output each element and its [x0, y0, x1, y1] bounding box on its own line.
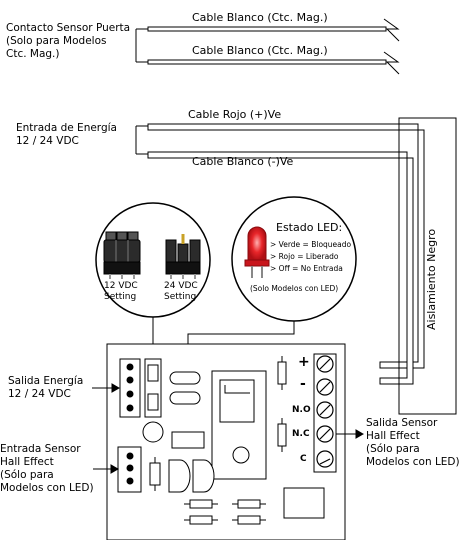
controller-board	[106, 343, 346, 540]
led-green-label: > Verde = Bloqueado	[270, 240, 352, 249]
jumper-12vdc-label: 12 VDC Setting	[104, 281, 138, 302]
jumper-settings-circle	[95, 202, 211, 358]
led-title: Estado LED:	[276, 221, 343, 234]
terminal-nc-label: N.C	[292, 429, 310, 439]
terminal-no-label: N.O	[292, 405, 311, 415]
power-input-label: Entrada de Energía 12 / 24 VDC	[16, 122, 117, 147]
insulation-label: Aislamiento Negro	[425, 228, 438, 330]
door-cable-1-label: Cable Blanco (Ctc. Mag.)	[192, 11, 328, 24]
led-off-label: > Off = No Entrada	[270, 264, 343, 273]
red-cable-label: Cable Rojo (+)Ve	[188, 108, 282, 121]
door-cable-2-label: Cable Blanco (Ctc. Mag.)	[192, 44, 328, 57]
connection-arrows	[92, 383, 365, 474]
red-led-icon	[244, 226, 270, 278]
led-status-circle	[187, 196, 357, 428]
terminal-minus-label: -	[300, 376, 306, 392]
hall-output-label: Salida Sensor Hall Effect (Sólo para Mod…	[366, 417, 460, 468]
jumper-24vdc-label: 24 VDC Setting	[164, 281, 198, 302]
jumper-12vdc-icon	[103, 231, 141, 279]
led-red-label: > Rojo = Liberado	[270, 252, 339, 261]
terminal-screws	[316, 355, 334, 468]
power-output-label: Salida Energía 12 / 24 VDC	[8, 375, 84, 400]
white-cable-label: Cable Blanco (-)Ve	[192, 155, 294, 168]
door-sensor-cables	[135, 18, 400, 75]
door-sensor-label: Contacto Sensor Puerta (Solo para Modelo…	[6, 22, 131, 60]
terminal-plus-label: +	[298, 354, 310, 370]
led-note-label: (Solo Modelos con LED)	[250, 284, 339, 293]
power-input-cables	[135, 117, 457, 415]
jumper-24vdc-icon	[165, 234, 201, 279]
terminal-c-label: C	[300, 454, 307, 464]
hall-input-label: Entrada Sensor Hall Effect (Sólo para Mo…	[0, 443, 94, 494]
